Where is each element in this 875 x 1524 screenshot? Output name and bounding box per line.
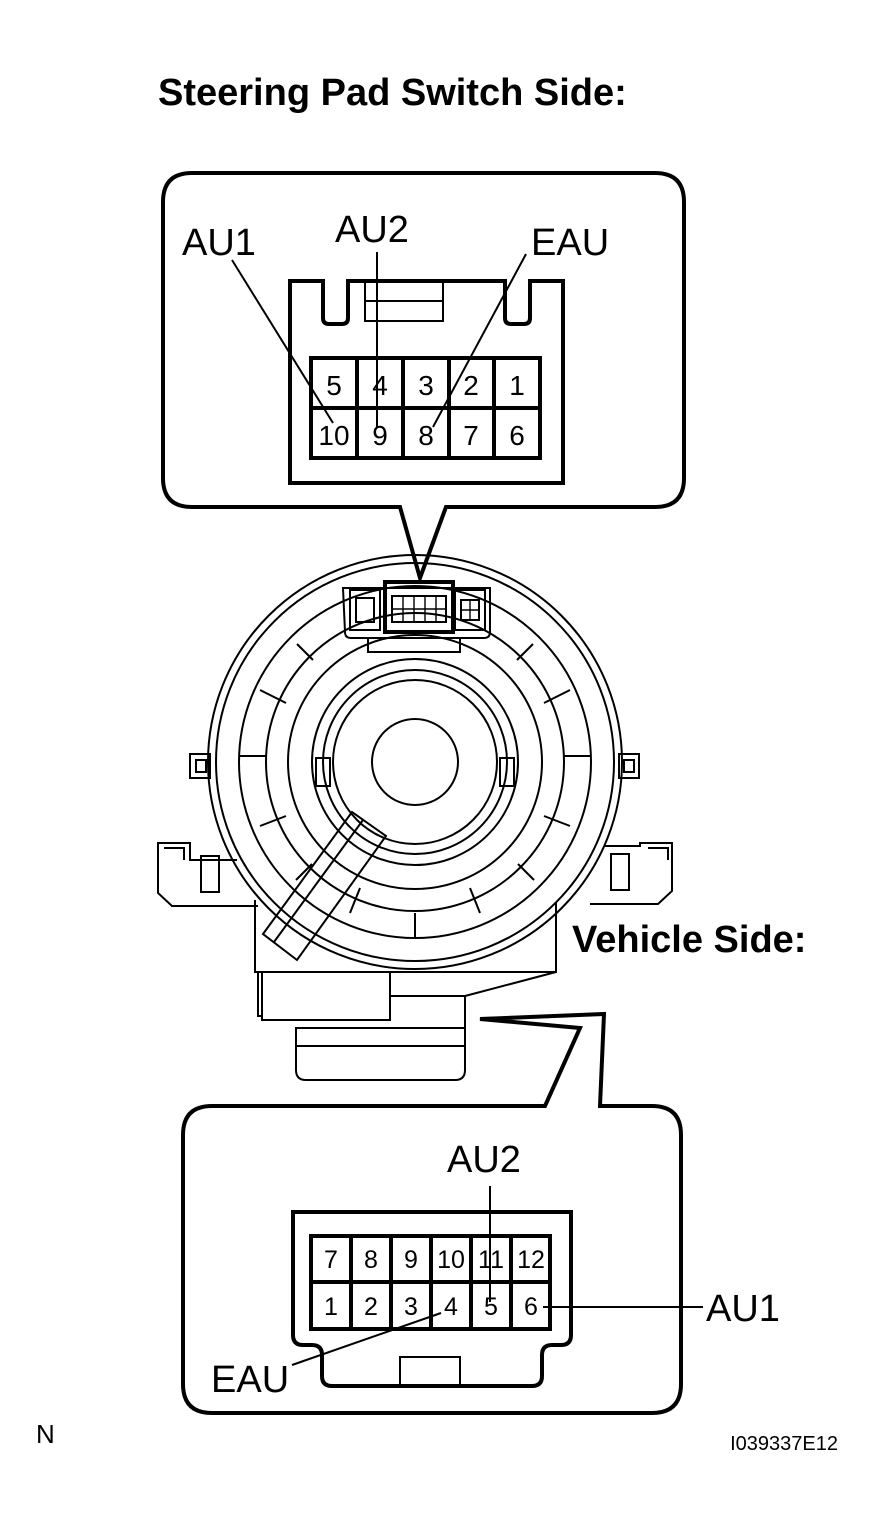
top-callout (161, 171, 686, 585)
footer-mark-n: N (36, 1419, 55, 1449)
bottom-pin-9: 9 (404, 1246, 418, 1274)
bottom-pin-grid (309, 1234, 552, 1331)
eau-top-leader (432, 253, 527, 428)
spiral-cable-body (157, 554, 673, 1081)
eau-bottom-leader (291, 1312, 442, 1366)
au1-bottom-label: AU1 (706, 1288, 780, 1330)
bottom-pin-2: 2 (364, 1293, 378, 1321)
bottom-pin-1: 1 (324, 1293, 338, 1321)
top-pin-8: 8 (418, 420, 434, 451)
bottom-connector-housing (291, 1210, 573, 1388)
top-pin-7: 7 (463, 420, 479, 451)
bottom-pin-6: 6 (524, 1293, 538, 1321)
top-pin-5: 5 (326, 370, 342, 401)
bottom-pin-5: 5 (484, 1293, 498, 1321)
bottom-pin-7: 7 (324, 1246, 338, 1274)
bottom-callout (181, 1011, 683, 1415)
au1-top-leader (231, 259, 334, 424)
bottom-pin-4: 4 (444, 1293, 458, 1321)
au1-top-label: AU1 (182, 222, 256, 264)
au2-top-label: AU2 (335, 209, 409, 251)
vehicle-side-title: Vehicle Side: (572, 919, 806, 961)
bottom-pin-12: 12 (517, 1246, 545, 1274)
top-pin-2: 2 (463, 370, 479, 401)
au2-bottom-label: AU2 (447, 1139, 521, 1181)
top-pin-6: 6 (509, 420, 525, 451)
bottom-pin-8: 8 (364, 1246, 378, 1274)
bottom-pin-10: 10 (437, 1246, 465, 1274)
top-pin-1: 1 (509, 370, 525, 401)
eau-bottom-label: EAU (211, 1359, 289, 1401)
top-pin-9: 9 (372, 420, 388, 451)
bottom-leaders (291, 1186, 703, 1366)
bottom-pin-3: 3 (404, 1293, 418, 1321)
top-pin-4: 4 (372, 370, 388, 401)
top-pin-10: 10 (318, 420, 349, 451)
top-pin-grid (309, 356, 542, 460)
steering-pad-side-title: Steering Pad Switch Side: (158, 72, 627, 114)
top-leaders (231, 252, 527, 428)
eau-top-label: EAU (531, 222, 609, 264)
figure-code: I039337E12 (730, 1433, 838, 1455)
top-pin-3: 3 (418, 370, 434, 401)
